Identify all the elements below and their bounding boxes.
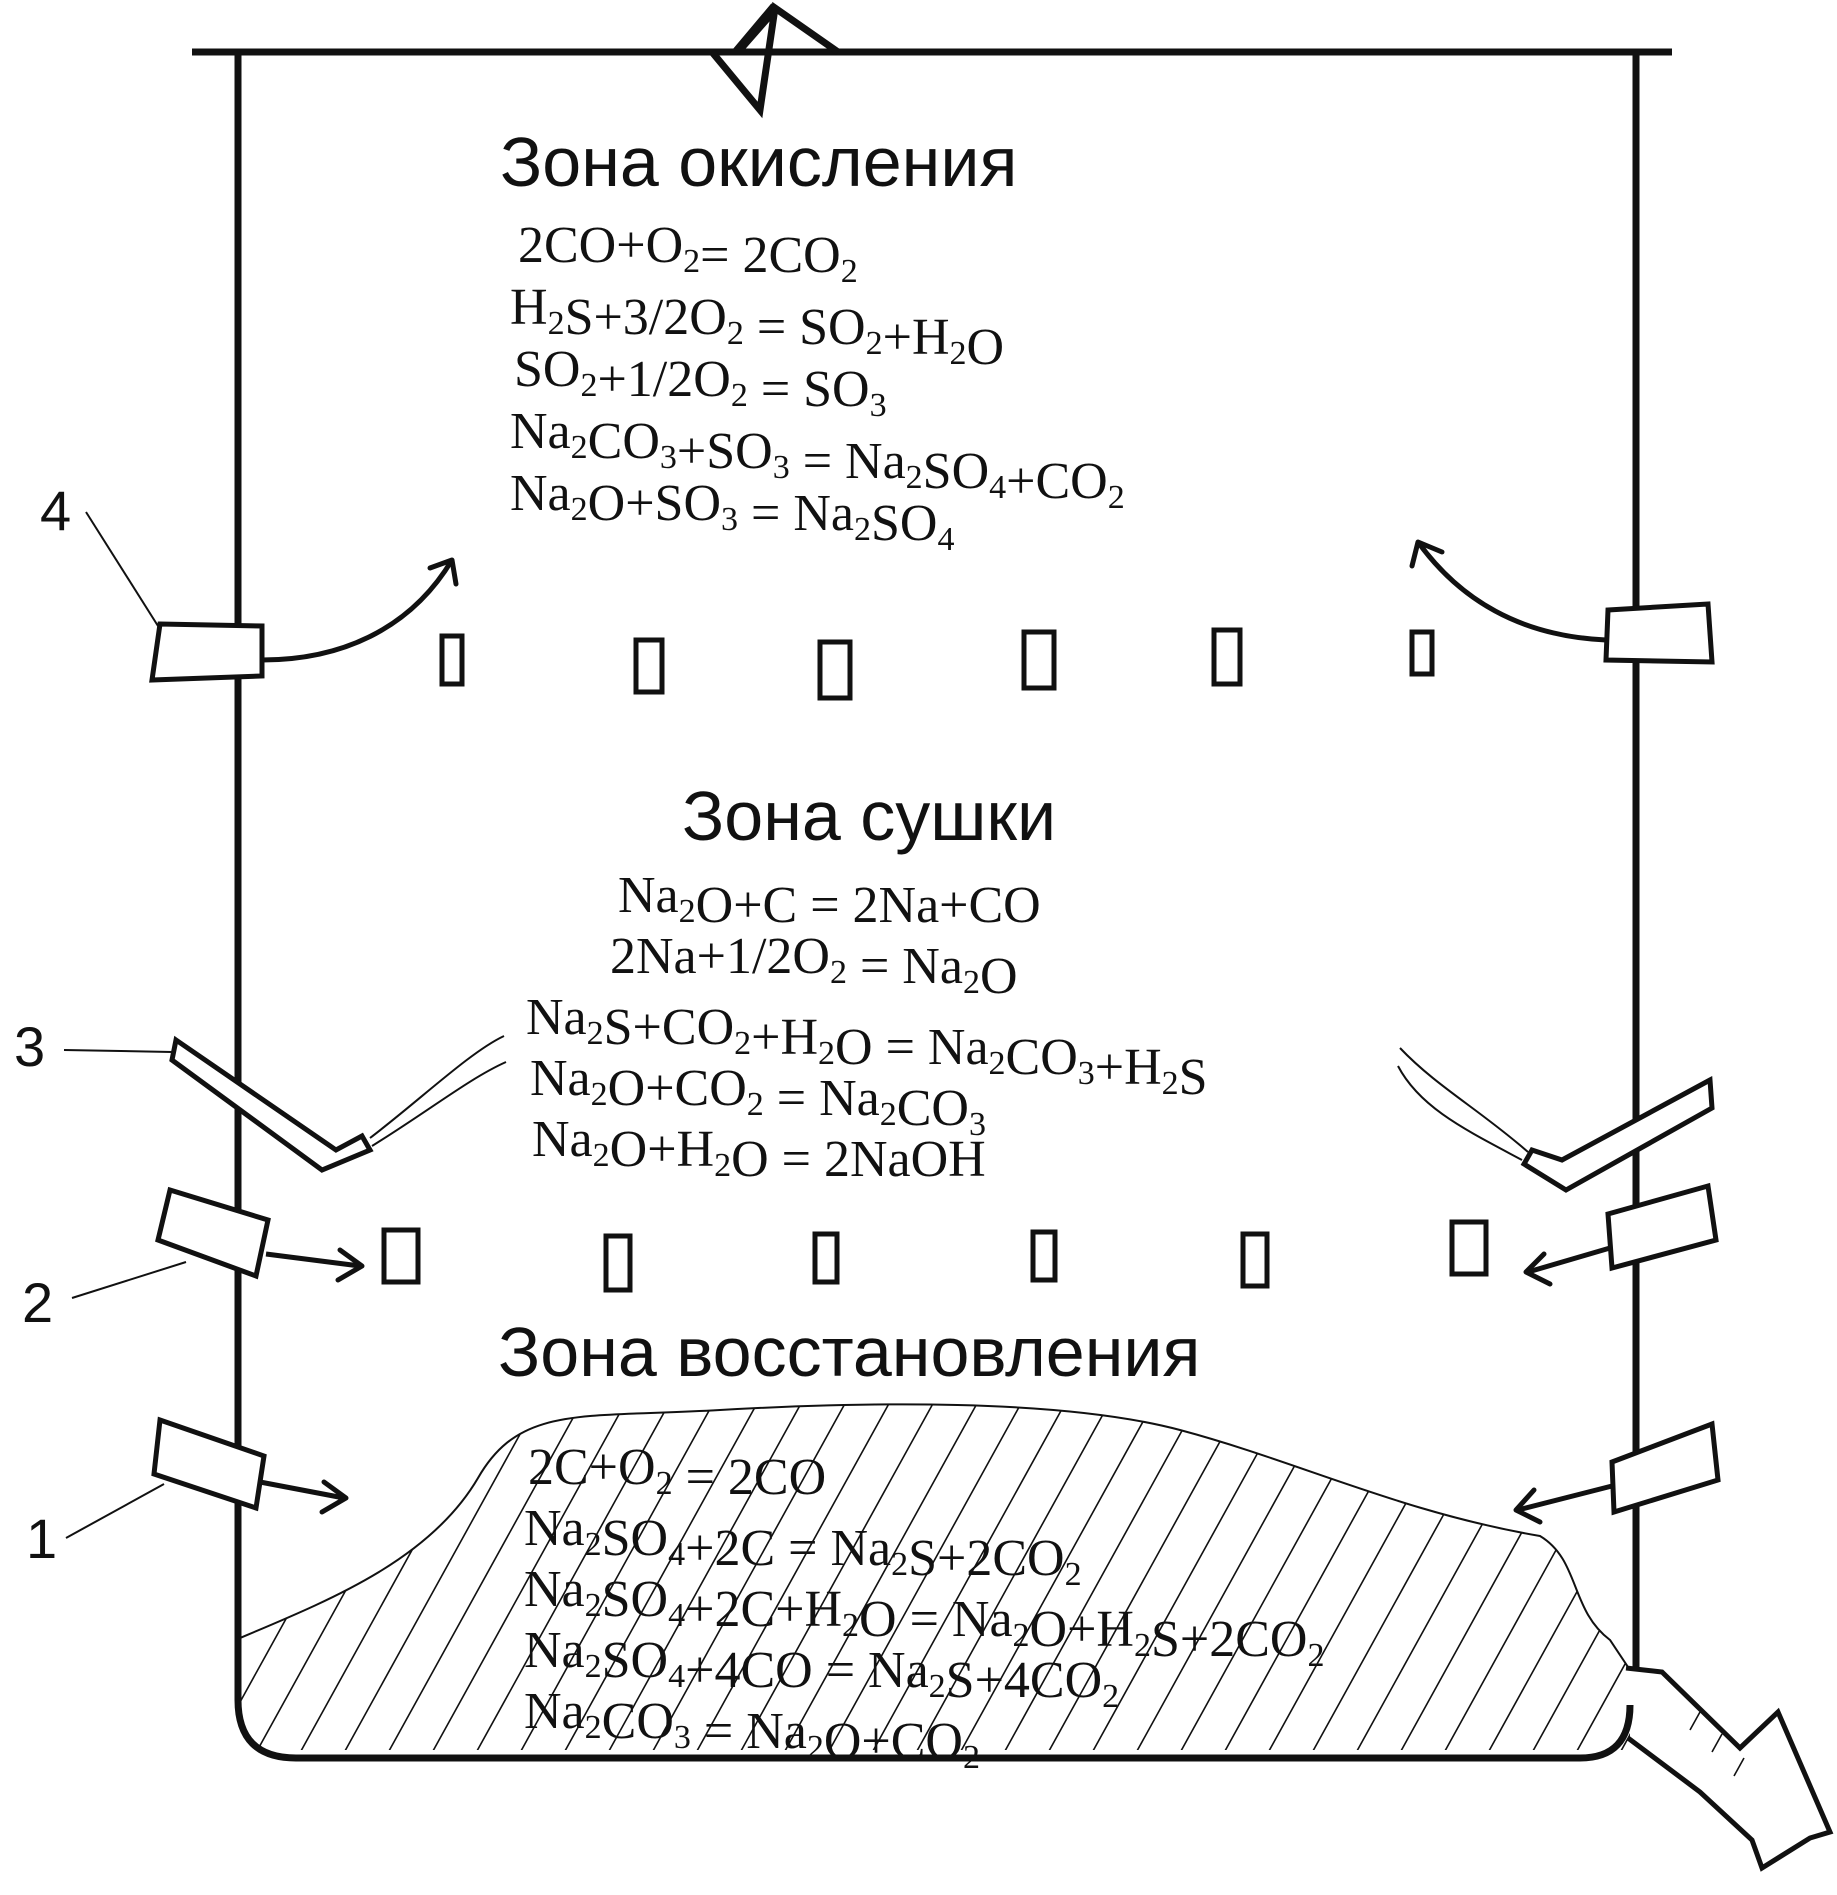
hatch-line [295, 1404, 507, 1750]
furnace-left-wall [234, 52, 1634, 1762]
hatch-line [647, 1404, 859, 1750]
callout-label-3: 3 [14, 1015, 45, 1078]
air-port [603, 1233, 633, 1293]
furnace-top-break [709, 1, 841, 119]
air-port [1021, 629, 1057, 691]
hatch-line [999, 1404, 1211, 1750]
hatch-line [1439, 1404, 1630, 1750]
hatch-line [471, 1404, 683, 1750]
zone-title-reduction: Зона восстановления [498, 1313, 1200, 1391]
hatch-line [867, 1404, 1079, 1750]
hatch-line [1395, 1404, 1607, 1750]
equation: Na2SO4+4CO = Na2S+4CO2 [524, 1622, 1119, 1715]
liquor-gun-right [1397, 1047, 1715, 1193]
hatch-line [1351, 1404, 1563, 1750]
liquor-gun-left [169, 1035, 507, 1173]
hatch-line [515, 1404, 727, 1750]
hatch-line [955, 1404, 1167, 1750]
hatch-line [1483, 1404, 1630, 1750]
callout-2: 2 [22, 1261, 187, 1334]
equation: Na2SO4+2C+H2O = Na2O+H2S+2CO2 [524, 1561, 1324, 1674]
callout-label-2: 2 [22, 1271, 53, 1334]
air-port [381, 1227, 421, 1285]
hatch-line [339, 1404, 551, 1750]
callout-label-4: 4 [40, 479, 71, 542]
air-port [1449, 1219, 1489, 1277]
equation: Na2S+CO2+H2O = Na2CO3+H2S [526, 989, 1208, 1106]
air-port [633, 637, 665, 695]
tertiary-air-ports [439, 627, 1435, 701]
callout-4: 4 [40, 479, 159, 627]
nozzle-1-left [151, 1416, 349, 1515]
air-port [817, 639, 853, 701]
zone-title-drying: Зона сушки [682, 777, 1056, 855]
hatch-line [427, 1404, 639, 1750]
hatch-line [1307, 1404, 1519, 1750]
hatch-line [911, 1404, 1123, 1750]
air-port [812, 1231, 840, 1285]
equation: Na2O+CO2 = Na2CO3 [530, 1050, 986, 1143]
hatch-line [1571, 1404, 1630, 1750]
equation: 2CO+O2= 2CO2 [518, 217, 858, 290]
hatch-line [1263, 1404, 1475, 1750]
equation: 2Na+1/2O2 = Na2O [610, 928, 1018, 1005]
equation: 2C+O2 = 2CO [528, 1439, 826, 1506]
hatch-line [735, 1404, 947, 1750]
equation: Na2O+SO3 = Na2SO4 [510, 465, 954, 558]
air-port [1030, 1229, 1058, 1283]
hatch-line [1615, 1404, 1630, 1750]
equation: Na2CO3 = Na2O+CO2 [524, 1683, 980, 1776]
equation: H2S+3/2O2 = SO2+H2O [510, 279, 1004, 376]
callout-1: 1 [26, 1483, 165, 1570]
hatch-line [1043, 1404, 1255, 1750]
equation: Na2O+C = 2Na+CO [618, 867, 1041, 934]
hatch-line [1748, 1380, 1837, 1760]
furnace-top-line [192, 3, 1672, 56]
air-port [1211, 627, 1243, 687]
hatch-line [1527, 1404, 1630, 1750]
callout-3: 3 [14, 1015, 173, 1078]
air-port [439, 633, 465, 687]
equation: SO2+1/2O2 = SO3 [514, 341, 887, 424]
hatch-line [1792, 1380, 1837, 1760]
secondary-air-ports [381, 1219, 1489, 1293]
hatch-line [691, 1404, 903, 1750]
air-port [1240, 1231, 1270, 1289]
equation: Na2O+H2O = 2NaOH [532, 1111, 986, 1188]
hatch-line [240, 1404, 331, 1750]
nozzle-4-left [149, 557, 459, 683]
callout-label-1: 1 [26, 1507, 57, 1570]
nozzle-2-right [1523, 1182, 1719, 1287]
hatch-line [1704, 1380, 1837, 1760]
smelt-spout [1625, 1665, 1834, 1872]
nozzle-1-right [1513, 1420, 1721, 1525]
hatch-line [1087, 1404, 1299, 1750]
hatch-line [1131, 1404, 1343, 1750]
equation: Na2SO4+2C = Na2S+2CO2 [524, 1500, 1082, 1593]
zone-title-oxidation: Зона окисления [500, 123, 1017, 201]
hatch-line [603, 1404, 815, 1750]
nozzle-4-right [1409, 539, 1715, 665]
hatch-line [1219, 1404, 1431, 1750]
smelt-bed-outline [239, 1403, 1631, 1671]
hatch-line [383, 1404, 595, 1750]
hatch-line [779, 1404, 991, 1750]
air-port [1409, 629, 1435, 677]
nozzle-2-left [155, 1186, 365, 1283]
equation: Na2CO3+SO3 = Na2SO4+CO2 [510, 403, 1125, 516]
hatch-line [251, 1404, 463, 1750]
hatch-line [823, 1404, 1035, 1750]
hatch-line [559, 1404, 771, 1750]
